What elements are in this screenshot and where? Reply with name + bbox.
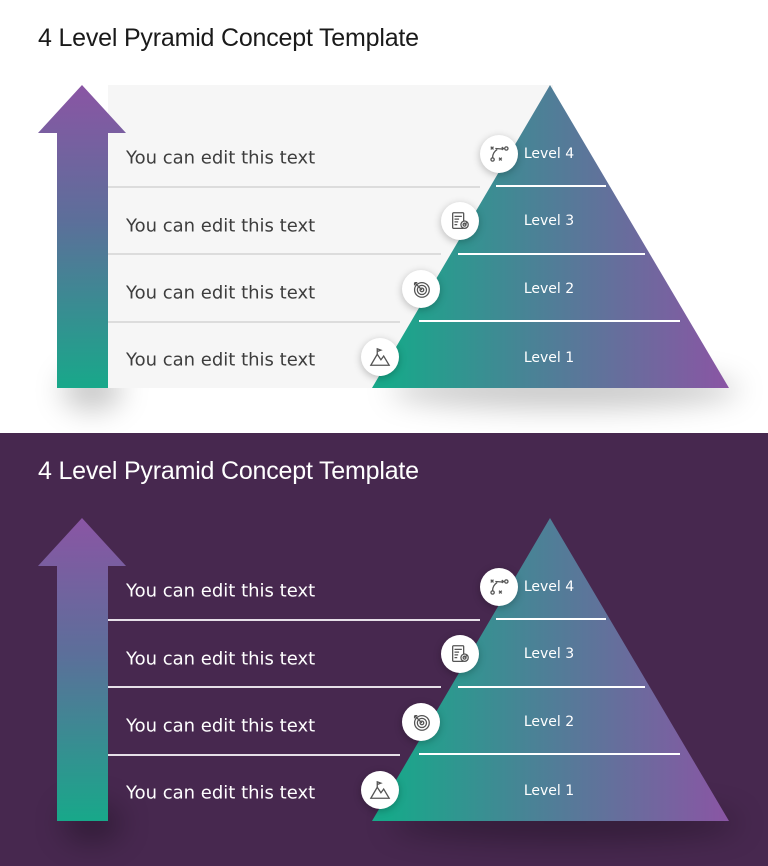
level-divider (419, 753, 680, 755)
row-divider (108, 253, 441, 255)
row-divider (108, 321, 400, 323)
pyramid (372, 85, 729, 388)
level-label-3[interactable]: Level 3 (523, 646, 575, 662)
row-text-level-3[interactable]: You can edit this text (126, 215, 316, 237)
row-text-level-4[interactable]: You can edit this text (126, 147, 316, 169)
plan-target-icon (441, 202, 479, 240)
row-text-level-2[interactable]: You can edit this text (126, 715, 316, 737)
row-text-level-4[interactable]: You can edit this text (126, 580, 316, 602)
target-icon (402, 270, 440, 308)
level-label-3[interactable]: Level 3 (523, 213, 575, 229)
row-divider (108, 186, 480, 188)
slide-title: 4 Level Pyramid Concept Template (38, 457, 419, 485)
level-divider (458, 253, 645, 255)
strategy-icon (480, 135, 518, 173)
level-divider (496, 185, 606, 187)
row-text-level-3[interactable]: You can edit this text (126, 648, 316, 670)
row-text-level-1[interactable]: You can edit this text (126, 782, 316, 804)
level-divider (458, 686, 645, 688)
level-label-4[interactable]: Level 4 (523, 579, 575, 595)
up-arrow (38, 518, 126, 821)
level-label-2[interactable]: Level 2 (523, 714, 575, 730)
pyramid (372, 518, 729, 821)
level-label-2[interactable]: Level 2 (523, 281, 575, 297)
strategy-icon (480, 568, 518, 606)
slide-light: 4 Level Pyramid Concept Template You can… (38, 24, 740, 410)
level-divider (419, 320, 680, 322)
level-label-1[interactable]: Level 1 (523, 783, 575, 799)
mountain-flag-icon (361, 338, 399, 376)
row-divider (108, 754, 400, 756)
target-icon (402, 703, 440, 741)
row-text-level-1[interactable]: You can edit this text (126, 349, 316, 371)
row-text-level-2[interactable]: You can edit this text (126, 282, 316, 304)
slide-title: 4 Level Pyramid Concept Template (38, 24, 419, 52)
level-divider (496, 618, 606, 620)
row-divider (108, 686, 441, 688)
row-divider (108, 619, 480, 621)
level-label-4[interactable]: Level 4 (523, 146, 575, 162)
up-arrow (38, 85, 126, 388)
diagram-shapes (38, 518, 729, 821)
diagram-shapes (38, 85, 729, 388)
plan-target-icon (441, 635, 479, 673)
level-label-1[interactable]: Level 1 (523, 350, 575, 366)
slide-dark: 4 Level Pyramid Concept Template You can… (0, 433, 768, 866)
mountain-flag-icon (361, 771, 399, 809)
